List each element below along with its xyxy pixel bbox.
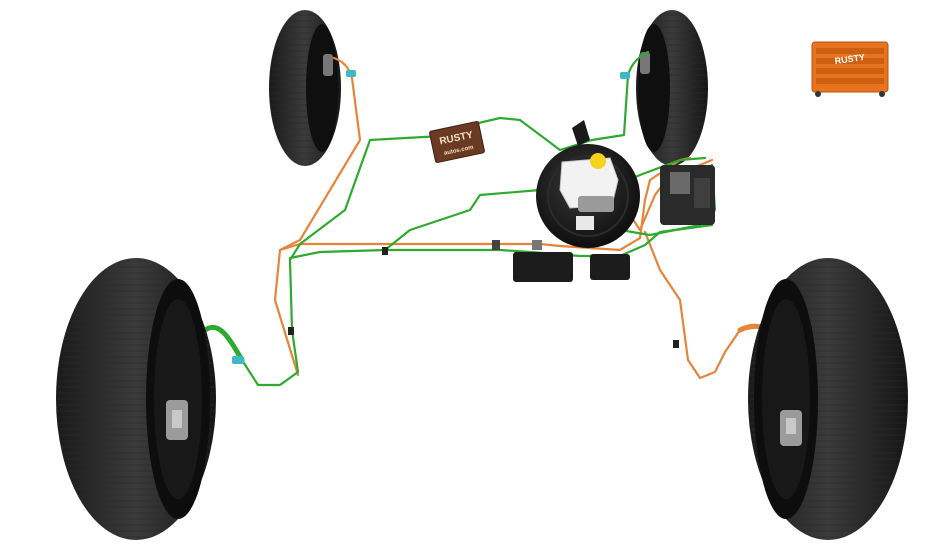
front-right-caliper-icon — [780, 410, 802, 446]
clip-icon — [673, 340, 679, 348]
rear-right-wheel — [636, 10, 708, 166]
rear-right-caliper-icon — [640, 52, 650, 74]
master-cylinder — [559, 153, 619, 212]
fitting-icon — [346, 70, 356, 77]
center-sign-logo: RUSTY autos.com — [429, 121, 485, 163]
reservoir-cap-icon — [590, 153, 606, 169]
toolbox-logo: RUSTY — [811, 41, 889, 97]
rear-left-caliper-icon — [323, 54, 333, 76]
union-icon — [532, 240, 542, 250]
green-line-upper — [288, 156, 707, 260]
green-line-main — [240, 242, 302, 387]
booster-bracket — [513, 252, 573, 282]
toolbox-logo-text: RUSTY — [834, 52, 866, 66]
union-icon — [492, 240, 500, 250]
abs-module — [660, 165, 715, 225]
booster-bracket — [590, 254, 630, 280]
valve-icon — [576, 216, 594, 230]
front-left-wheel — [56, 258, 216, 540]
clip-icon — [288, 327, 294, 335]
clip-icon — [382, 247, 388, 255]
fitting-icon — [232, 356, 244, 364]
front-left-caliper-icon — [166, 400, 188, 440]
fitting-icon — [620, 72, 630, 79]
rear-left-wheel — [269, 10, 341, 166]
front-right-wheel — [748, 258, 908, 540]
